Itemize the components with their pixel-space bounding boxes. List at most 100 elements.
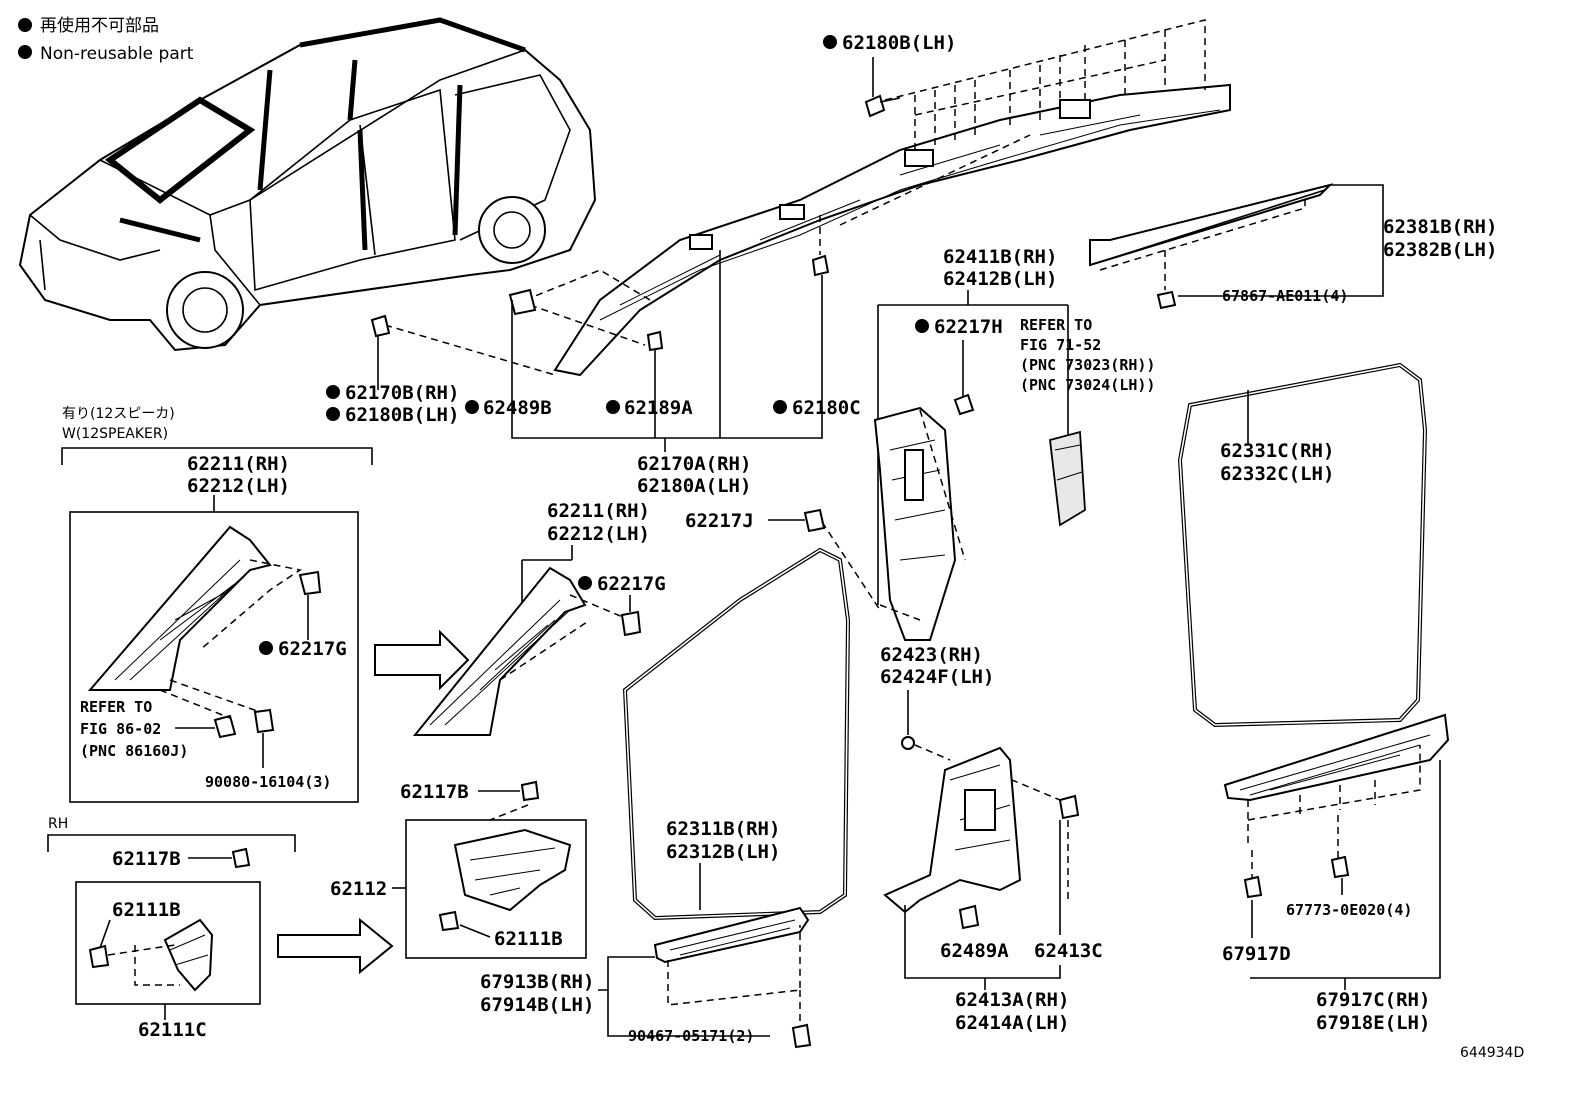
- screw-62170b-icon: [370, 314, 391, 338]
- kick-panel-box: [405, 819, 587, 959]
- clip-62117b-left-icon: [231, 847, 251, 869]
- clip-62111b-left-icon: [88, 944, 110, 969]
- refer-fig71-line4: (PNC 73024(LH)): [1020, 376, 1155, 394]
- legend-japanese: 再使用不可部品: [40, 15, 159, 36]
- lower-center-pillar-garnish: [883, 746, 1080, 930]
- front-door-seal: [622, 547, 851, 921]
- arrow-right-icon: [277, 917, 394, 975]
- label-62413a: 62413A(RH): [955, 989, 1069, 1011]
- roof-trim-strip: [1089, 183, 1384, 310]
- label-62489a: 62489A: [940, 940, 1009, 962]
- front-pillar-garnish: [412, 566, 642, 736]
- label-62212-box: 62212(LH): [187, 475, 290, 497]
- label-62332c: 62332C(LH): [1220, 463, 1334, 485]
- label-67914b: 67914B(LH): [480, 994, 594, 1016]
- roof-side-rail-assembly: [553, 83, 1231, 377]
- group-rh: RH: [48, 816, 68, 832]
- label-62312b: 62312B(LH): [666, 841, 780, 863]
- seatbelt-cover-icon: [1049, 430, 1086, 527]
- label-62381b: 62381B(RH): [1383, 216, 1497, 238]
- label-62212-mid: 62212(LH): [547, 523, 650, 545]
- rear-scuff-plate: [1223, 713, 1450, 990]
- clip-62189a-icon: [646, 330, 664, 352]
- label-62117b-mid: 62117B: [400, 781, 469, 803]
- clip-67867-icon: [1156, 290, 1177, 310]
- refer-fig71-line2: FIG 71-52: [1020, 336, 1101, 354]
- clip-67773-icon: [1330, 855, 1350, 879]
- label-62170b: 62170B(RH): [345, 382, 459, 404]
- label-67773: 67773-0E020(4): [1286, 901, 1412, 919]
- label-62217g-mid: 62217G: [597, 573, 666, 595]
- roof-rail-callouts: [377, 57, 874, 452]
- clip-62111b-mid-icon: [438, 910, 460, 932]
- clip-62489b-icon: [508, 288, 537, 316]
- arrow-right-icon: [374, 629, 470, 691]
- label-62180c: 62180C: [792, 397, 861, 419]
- legend: 再使用不可部品 Non-reusable part: [18, 15, 194, 64]
- label-62217j: 62217J: [685, 510, 754, 532]
- label-62211-mid: 62211(RH): [547, 500, 650, 522]
- label-67918e: 67918E(LH): [1316, 1012, 1430, 1034]
- label-62111b-mid: 62111B: [494, 928, 563, 950]
- refer-fig71-line1: REFER TO: [1020, 316, 1092, 334]
- clip-62180b-icon: [864, 94, 886, 118]
- label-62489b: 62489B: [483, 397, 552, 419]
- screw-90080-icon: [253, 708, 275, 734]
- label-62413c: 62413C: [1034, 940, 1103, 962]
- label-62382b: 62382B(LH): [1383, 239, 1497, 261]
- clip-62217j-icon: [803, 508, 826, 533]
- rear-door-seal: [1177, 362, 1428, 728]
- rh-cowl-side-trim: [107, 918, 214, 992]
- front-pillar-garnish-speaker: [87, 525, 322, 768]
- non-reusable-bullet-icon: [18, 45, 32, 59]
- label-67867: 67867-AE011(4): [1222, 287, 1348, 305]
- figure-id: 644934D: [1460, 1045, 1524, 1061]
- label-62180b-mid: 62180B(LH): [345, 404, 459, 426]
- label-62189a: 62189A: [624, 397, 693, 419]
- center-pillar-garnish: [873, 406, 1086, 641]
- clip-67917d-icon: [1243, 875, 1263, 899]
- refer-fig86-line2: FIG 86-02: [80, 720, 161, 738]
- label-90467: 90467-05171(2): [628, 1027, 754, 1045]
- speaker-group-box: [69, 511, 359, 803]
- label-62411b: 62411B(RH): [943, 246, 1057, 268]
- label-62423: 62423(RH): [880, 644, 983, 666]
- label-62180b-top: 62180B(LH): [842, 32, 956, 54]
- label-62180a: 62180A(LH): [637, 475, 751, 497]
- label-62412b: 62412B(LH): [943, 268, 1057, 290]
- cowl-side-trim: [438, 828, 572, 932]
- label-62111c: 62111C: [138, 1019, 207, 1041]
- clip-62413c-icon: [1058, 794, 1080, 820]
- clip-62423-icon: [901, 736, 915, 750]
- label-62117b-left: 62117B: [112, 848, 181, 870]
- label-62170a: 62170A(RH): [637, 453, 751, 475]
- clip-62489a-icon: [958, 904, 980, 930]
- non-reusable-bullet-icon: [18, 18, 32, 32]
- refer-fig86-line1: REFER TO: [80, 698, 152, 716]
- roof-rail-leaders: [384, 19, 1206, 376]
- refer-fig86-line3: (PNC 86160J): [80, 742, 188, 760]
- label-67917c: 67917C(RH): [1316, 989, 1430, 1011]
- label-62331c: 62331C(RH): [1220, 440, 1334, 462]
- label-62217h: 62217H: [934, 316, 1003, 338]
- label-62424f: 62424F(LH): [880, 666, 994, 688]
- label-62111b-left: 62111B: [112, 899, 181, 921]
- speaker-connector-icon: [213, 714, 237, 739]
- clip-62217g-mid-icon: [620, 610, 642, 637]
- rh-kick-panel-box: [75, 881, 261, 1005]
- clip-62217h-icon: [953, 393, 975, 416]
- clip-62217g-box-icon: [298, 570, 322, 596]
- refer-fig71-line3: (PNC 73023(RH)): [1020, 356, 1155, 374]
- legend-english: Non-reusable part: [40, 44, 194, 64]
- vehicle-illustration: [18, 17, 597, 352]
- label-62112: 62112: [330, 878, 387, 900]
- clip-62180c-icon: [811, 254, 830, 277]
- label-67913b: 67913B(RH): [480, 971, 594, 993]
- group-speaker-en: W(12SPEAKER): [62, 426, 168, 442]
- label-62217g-box: 62217G: [278, 638, 347, 660]
- roof-rail-clips: [370, 94, 901, 352]
- label-62414a: 62414A(LH): [955, 1012, 1069, 1034]
- front-scuff-plate: [598, 906, 812, 1049]
